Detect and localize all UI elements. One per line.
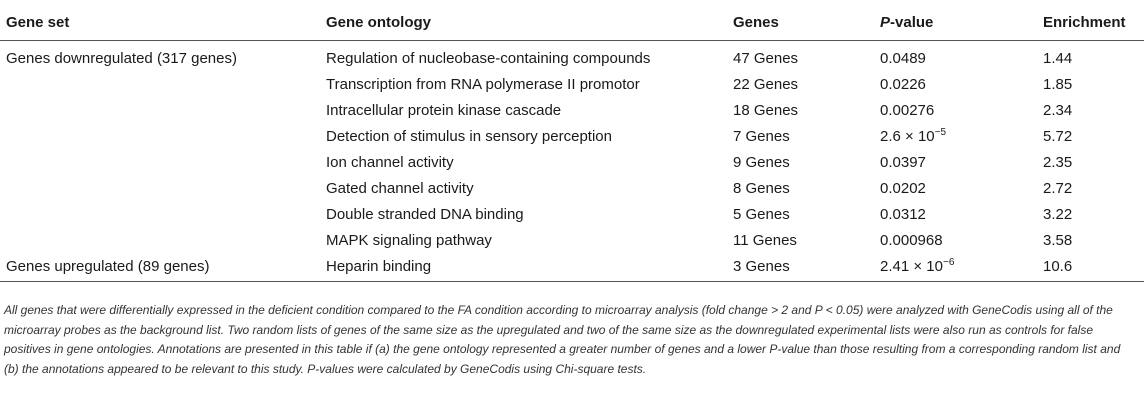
cell-p-value: 0.0226 [880,75,926,93]
cell-gene-set: Genes downregulated (317 genes) [6,49,237,67]
table-row: Detection of stimulus in sensory percept… [0,123,1144,149]
cell-ontology: Ion channel activity [326,153,454,171]
cell-ontology: Intracellular protein kinase cascade [326,101,562,119]
cell-genes: 3 Genes [733,253,880,282]
cell-genes: 9 Genes [733,153,790,171]
header-genes: Genes [733,4,880,41]
table-row: Genes downregulated (317 genes) Regulati… [0,41,1144,72]
cell-p-value: 0.0489 [880,49,926,67]
table-row: Transcription from RNA polymerase II pro… [0,71,1144,97]
cell-p-value: 0.0397 [880,153,926,171]
cell-genes: 47 Genes [733,49,799,67]
p-value-base: 2.6 × 10 [880,127,935,145]
cell-ontology: MAPK signaling pathway [326,231,492,249]
header-gene-ontology: Gene ontology [326,4,733,41]
p-value-base: 2.41 × 10 [880,257,943,275]
header-p-value-rest: -value [890,13,934,31]
cell-genes: 7 Genes [733,127,790,145]
cell-gene-set: Genes upregulated (89 genes) [0,253,326,282]
cell-genes: 5 Genes [733,205,790,223]
cell-p-value: 2.6 × 10−5 [880,123,1043,149]
p-value-exponent: −5 [934,126,947,138]
cell-gene-set [0,71,326,97]
cell-p-value: 0.000968 [880,231,943,249]
table-row: Double stranded DNA binding 5 Genes 0.03… [0,201,1144,227]
cell-ontology: Regulation of nucleobase-containing comp… [326,49,651,67]
cell-p-value: 2.41 × 10−6 [880,253,1043,282]
cell-enrichment: 5.72 [1043,127,1073,145]
cell-p-value: 0.00276 [880,101,935,119]
cell-genes: 11 Genes [733,231,797,249]
cell-enrichment: 3.22 [1043,205,1073,223]
cell-enrichment: 2.72 [1043,179,1073,197]
table-row: MAPK signaling pathway 11 Genes 0.000968… [0,227,1144,253]
table-row: Gated channel activity 8 Genes 0.0202 2.… [0,175,1144,201]
cell-genes: 22 Genes [733,75,799,93]
cell-enrichment: 1.44 [1043,49,1073,67]
gene-ontology-table: Gene set Gene ontology Genes P-value Enr… [0,4,1144,282]
header-p-value: P-value [880,4,1043,41]
cell-gene-set [0,227,326,253]
cell-genes: 18 Genes [733,101,799,119]
cell-enrichment: 3.58 [1043,231,1073,249]
table-row: Genes upregulated (89 genes) Heparin bin… [0,253,1144,282]
cell-gene-set [0,97,326,123]
cell-ontology: Detection of stimulus in sensory percept… [326,127,612,145]
table-row: Intracellular protein kinase cascade 18 … [0,97,1144,123]
header-p-letter: P [880,13,891,31]
cell-p-value: 0.0312 [880,205,926,223]
header-enrichment: Enrichment [1043,4,1144,41]
cell-gene-set [0,201,326,227]
table-footnote: All genes that were differentially expre… [4,303,1121,376]
cell-enrichment: 2.35 [1043,153,1073,171]
cell-gene-set [0,149,326,175]
cell-ontology: Double stranded DNA binding [326,205,524,223]
cell-enrichment: 10.6 [1043,253,1144,282]
cell-enrichment: 1.85 [1043,75,1073,93]
table-row: Ion channel activity 9 Genes 0.0397 2.35 [0,149,1144,175]
cell-gene-set [0,123,326,149]
cell-ontology: Transcription from RNA polymerase II pro… [326,75,640,93]
cell-ontology: Gated channel activity [326,179,474,197]
p-value-exponent: −6 [942,256,955,268]
table-header-row: Gene set Gene ontology Genes P-value Enr… [0,4,1144,41]
cell-ontology: Heparin binding [326,253,733,282]
header-gene-set: Gene set [0,4,326,41]
cell-p-value: 0.0202 [880,179,926,197]
cell-genes: 8 Genes [733,179,790,197]
cell-gene-set [0,175,326,201]
cell-enrichment: 2.34 [1043,101,1073,119]
